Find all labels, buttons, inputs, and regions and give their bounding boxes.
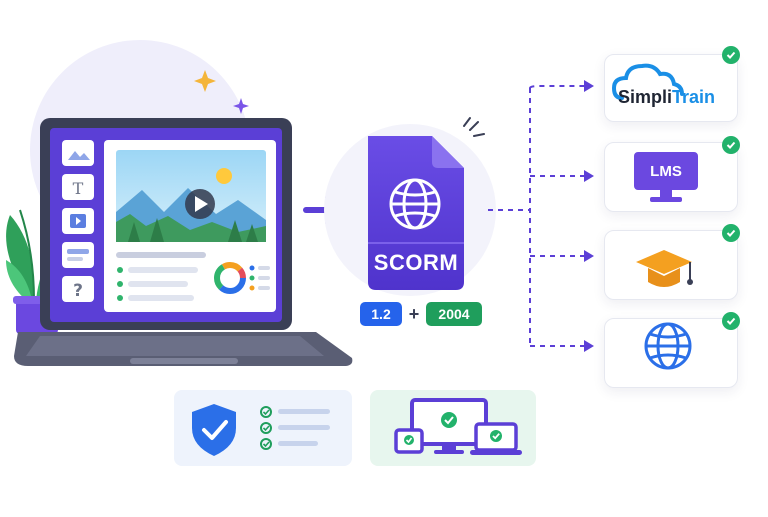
laptop: T ? <box>14 118 353 366</box>
target-card-web <box>604 318 738 388</box>
svg-text:T: T <box>73 179 84 198</box>
sparkle-small-icon <box>233 98 249 114</box>
simplitrain-text-dark: Simpli <box>618 86 673 107</box>
donut-chart-icon <box>214 262 270 294</box>
check-icon-web <box>722 312 740 330</box>
target-card-simplitrain <box>604 54 738 122</box>
connector-arrowheads <box>584 80 594 352</box>
shield-check-icon <box>192 404 236 456</box>
video-thumbnail <box>116 150 266 242</box>
version-plus: + <box>408 303 420 324</box>
target-card-lms <box>604 142 738 212</box>
graduation-cap-icon <box>636 250 693 287</box>
lms-label: LMS <box>650 162 682 180</box>
sparkle-icon <box>194 70 216 92</box>
check-icon-simplitrain <box>722 46 740 64</box>
scorm-label: SCORM <box>373 250 459 275</box>
version-badge-1-2: 1.2 <box>360 302 402 326</box>
target-card-education <box>604 230 738 300</box>
feature-tile-security <box>174 390 352 466</box>
laptop-sidebar: T ? <box>62 140 94 302</box>
cloud-logo-icon <box>611 63 684 100</box>
simplitrain-text-accent: Train <box>672 86 716 107</box>
check-icon-education <box>722 224 740 242</box>
check-icon-lms <box>722 136 740 154</box>
feature-tile-devices <box>370 390 536 466</box>
scorm-file-icon <box>368 117 485 290</box>
checklist-icon <box>260 406 330 450</box>
version-badge-2004: 2004 <box>426 302 482 326</box>
connector-lines <box>488 85 584 347</box>
monitor-icon <box>634 152 698 202</box>
multi-device-icon <box>394 398 522 455</box>
svg-text:?: ? <box>73 281 83 301</box>
progress-lines <box>117 267 198 301</box>
globe-icon <box>644 322 692 370</box>
